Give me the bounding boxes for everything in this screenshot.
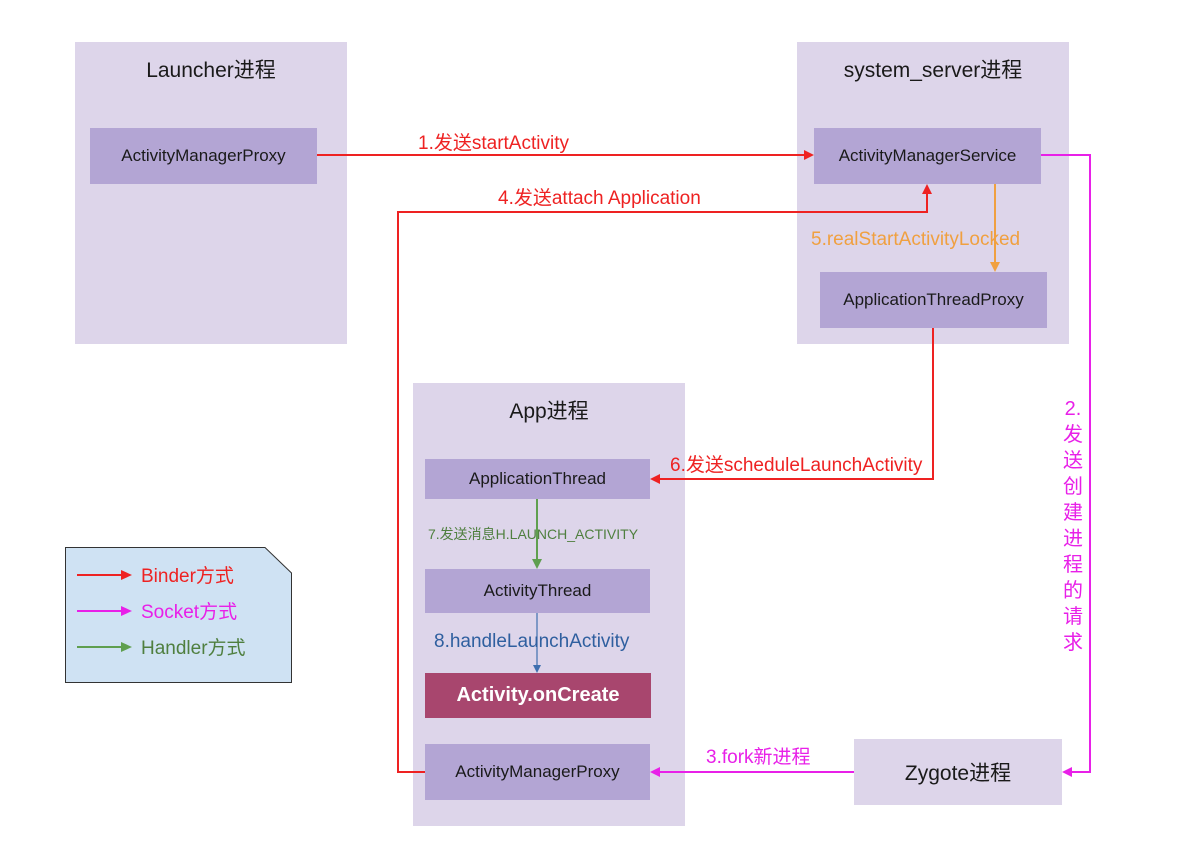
activity-on-create-box: Activity.onCreate	[425, 673, 651, 718]
legend: Binder方式 Socket方式 Handler方式	[65, 547, 292, 683]
legend-item-handler: Handler方式	[77, 633, 246, 660]
legend-handler-arrow-icon	[77, 641, 132, 652]
activity-thread-box: ActivityThread	[425, 569, 650, 613]
step-2-label: 2.发送创建进程的请求	[1063, 398, 1083, 654]
activity-manager-service-box: ActivityManagerService	[814, 128, 1041, 184]
legend-item-binder: Binder方式	[77, 561, 234, 588]
step-4-label: 4.发送attach Application	[498, 188, 701, 209]
arrow-create-process-request	[1041, 154, 1091, 777]
launcher-process-container: Launcher进程	[75, 42, 347, 344]
legend-binder-arrow-icon	[77, 569, 132, 580]
arrow-schedule-launch-activity	[650, 328, 934, 484]
step-6-label: 6.发送scheduleLaunchActivity	[670, 455, 923, 476]
legend-handler-label: Handler方式	[141, 638, 246, 659]
application-thread-box: ApplicationThread	[425, 459, 650, 499]
zygote-process-box: Zygote进程	[854, 739, 1062, 805]
legend-binder-label: Binder方式	[141, 566, 234, 587]
step-5-label: 5.realStartActivityLocked	[811, 229, 1021, 250]
launcher-process-title: Launcher进程	[146, 59, 276, 82]
app-process-title: App进程	[509, 400, 589, 423]
arrow-attach-application	[397, 184, 932, 773]
legend-socket-arrow-icon	[77, 605, 132, 616]
step-7-label: 7.发送消息H.LAUNCH_ACTIVITY	[428, 526, 639, 542]
step-8-label: 8.handleLaunchActivity	[434, 631, 630, 652]
step-1-label: 1.发送startActivity	[418, 133, 569, 154]
legend-socket-label: Socket方式	[141, 602, 238, 623]
application-thread-proxy-box: ApplicationThreadProxy	[820, 272, 1047, 328]
legend-item-socket: Socket方式	[77, 597, 237, 624]
system-server-process-title: system_server进程	[843, 59, 1023, 82]
launcher-activity-manager-proxy-box: ActivityManagerProxy	[90, 128, 317, 184]
step-3-label: 3.fork新进程	[706, 747, 811, 768]
app-activity-manager-proxy-box: ActivityManagerProxy	[425, 744, 650, 800]
